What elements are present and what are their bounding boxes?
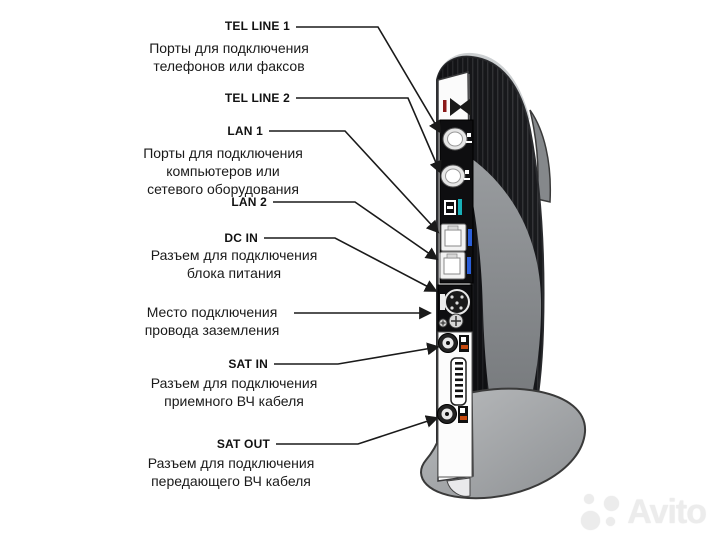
- port-label-tel-line-1: TEL LINE 1: [224, 19, 290, 33]
- lan-2-rj45-icon: [439, 251, 471, 280]
- port-description-ground: Место подключения провода заземления: [144, 304, 280, 338]
- sat-in-coax-icon: [438, 333, 469, 353]
- leader-dc-in: [264, 237, 438, 292]
- port-description-sat-out: Разъем для подключения передающего ВЧ ка…: [147, 455, 315, 489]
- vent-grille-icon: [450, 357, 467, 406]
- port-label-lan-1: LAN 1: [227, 124, 263, 138]
- port-label-tel-line-2: TEL LINE 2: [224, 91, 290, 105]
- leader-sat-in: [274, 342, 440, 365]
- ground-screw-icon: [438, 313, 464, 329]
- port-description-sat-in: Разъем для подключения приемного ВЧ кабе…: [150, 375, 318, 409]
- device-illustration: [420, 52, 587, 500]
- tel-line-1-jack-icon: [442, 127, 472, 151]
- lan-1-rj45-icon: [440, 223, 472, 252]
- watermark-text: Avito: [627, 492, 707, 531]
- leader-lan-2: [273, 201, 439, 261]
- device-fin: [529, 109, 552, 203]
- port-description-tel-lines: Порты для подключения телефонов или факс…: [149, 40, 309, 74]
- usb-port-icon: [444, 199, 462, 215]
- port-label-sat-out: SAT OUT: [216, 437, 270, 451]
- port-description-lan: Порты для подключения компьютеров или се…: [143, 145, 303, 197]
- leader-sat-out: [276, 415, 439, 445]
- leader-tel-line-2: [296, 97, 442, 174]
- panel-foot: [446, 477, 471, 497]
- port-label-dc-in: DC IN: [224, 231, 258, 245]
- port-label-lan-2: LAN 2: [231, 195, 267, 209]
- tel-line-2-jack-icon: [440, 164, 470, 188]
- dc-in-connector-icon: [440, 289, 470, 315]
- sat-out-coax-icon: [437, 404, 468, 424]
- port-description-dc-in: Разъем для подключения блока питания: [150, 247, 318, 281]
- port-label-sat-in: SAT IN: [228, 357, 268, 371]
- device-swoosh-highlight: [462, 152, 542, 463]
- leader-lines: [264, 26, 442, 445]
- avito-watermark: Avito: [581, 492, 707, 532]
- bowtie-logo-icon: [443, 98, 471, 116]
- avito-logo-icon: [581, 492, 621, 532]
- leader-tel-line-1: [296, 26, 441, 134]
- leader-lan-1: [269, 130, 440, 234]
